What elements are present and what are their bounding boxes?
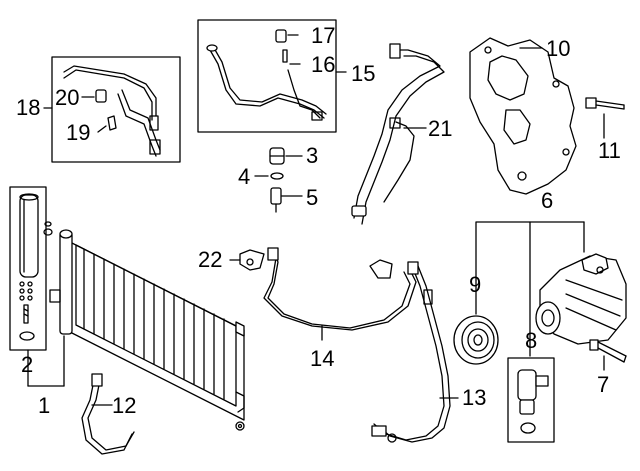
callout-7: 7 xyxy=(597,372,610,397)
sensor-part-22 xyxy=(239,249,265,271)
bolt-part-11 xyxy=(585,97,625,110)
callout-13: 13 xyxy=(462,385,487,410)
pressure-switch-parts-3-4-5 xyxy=(269,147,285,213)
leader-lines xyxy=(27,34,605,406)
callout-4: 4 xyxy=(238,164,251,189)
callout-6: 6 xyxy=(541,188,554,213)
condenser-part-1 xyxy=(43,221,245,431)
callout-3: 3 xyxy=(306,143,319,168)
callout-21: 21 xyxy=(428,116,453,141)
receiver-drier-part-2 xyxy=(9,186,47,351)
mounting-bracket-part-10 xyxy=(469,37,577,195)
hose-part-12 xyxy=(81,373,135,455)
hose-part-21 xyxy=(351,43,445,225)
callout-12: 12 xyxy=(112,393,137,418)
callout-22: 22 xyxy=(198,247,223,272)
callout-9: 9 xyxy=(469,272,482,297)
callout-1: 1 xyxy=(38,393,51,418)
callout-20: 20 xyxy=(55,85,80,110)
callout-19: 19 xyxy=(66,120,91,145)
callout-16: 16 xyxy=(311,52,336,77)
callout-8: 8 xyxy=(525,328,538,353)
callout-5: 5 xyxy=(306,185,319,210)
compressor xyxy=(535,253,627,345)
clutch-pulley-part-9 xyxy=(453,279,499,365)
callout-15: 15 xyxy=(351,61,376,86)
hose-part-14 xyxy=(263,247,417,341)
callout-11: 11 xyxy=(598,138,621,163)
compressor-kit-part-6 xyxy=(475,221,585,357)
callout-18: 18 xyxy=(16,95,41,120)
control-valve-part-8 xyxy=(507,357,555,443)
callout-14: 14 xyxy=(310,346,335,371)
callout-2: 2 xyxy=(21,352,34,377)
hose-kit-part-18 xyxy=(51,56,181,163)
bolt-part-7 xyxy=(589,339,627,363)
callout-17: 17 xyxy=(311,23,336,48)
callout-10: 10 xyxy=(546,36,571,61)
hose-kit-part-15 xyxy=(197,19,337,133)
hose-part-13 xyxy=(371,261,451,443)
